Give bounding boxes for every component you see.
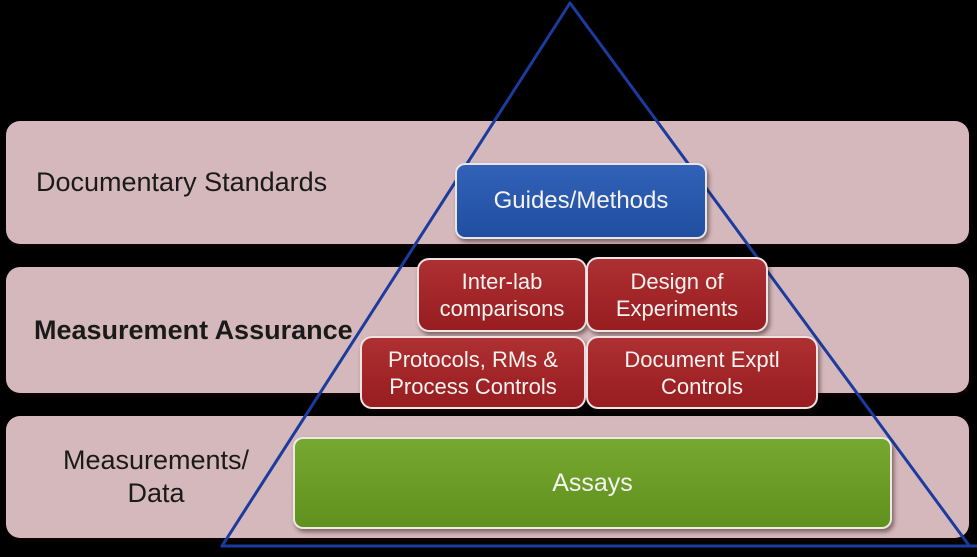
box-guides-methods: Guides/Methods <box>455 163 707 239</box>
band-label-measurement-assurance: Measurement Assurance <box>34 314 353 345</box>
box-design-of-experiments: Design of Experiments <box>586 257 768 332</box>
band-label-documentary-standards: Documentary Standards <box>36 167 328 197</box>
band-label-measurements-data: Measurements/ Data <box>62 445 250 508</box>
box-document-exptl-controls: Document Exptl Controls <box>586 336 818 409</box>
box-protocols-rms-process-controls: Protocols, RMs & Process Controls <box>360 336 586 409</box>
box-inter-lab-comparisons: Inter-lab comparisons <box>417 258 587 332</box>
box-assays: Assays <box>293 437 892 529</box>
